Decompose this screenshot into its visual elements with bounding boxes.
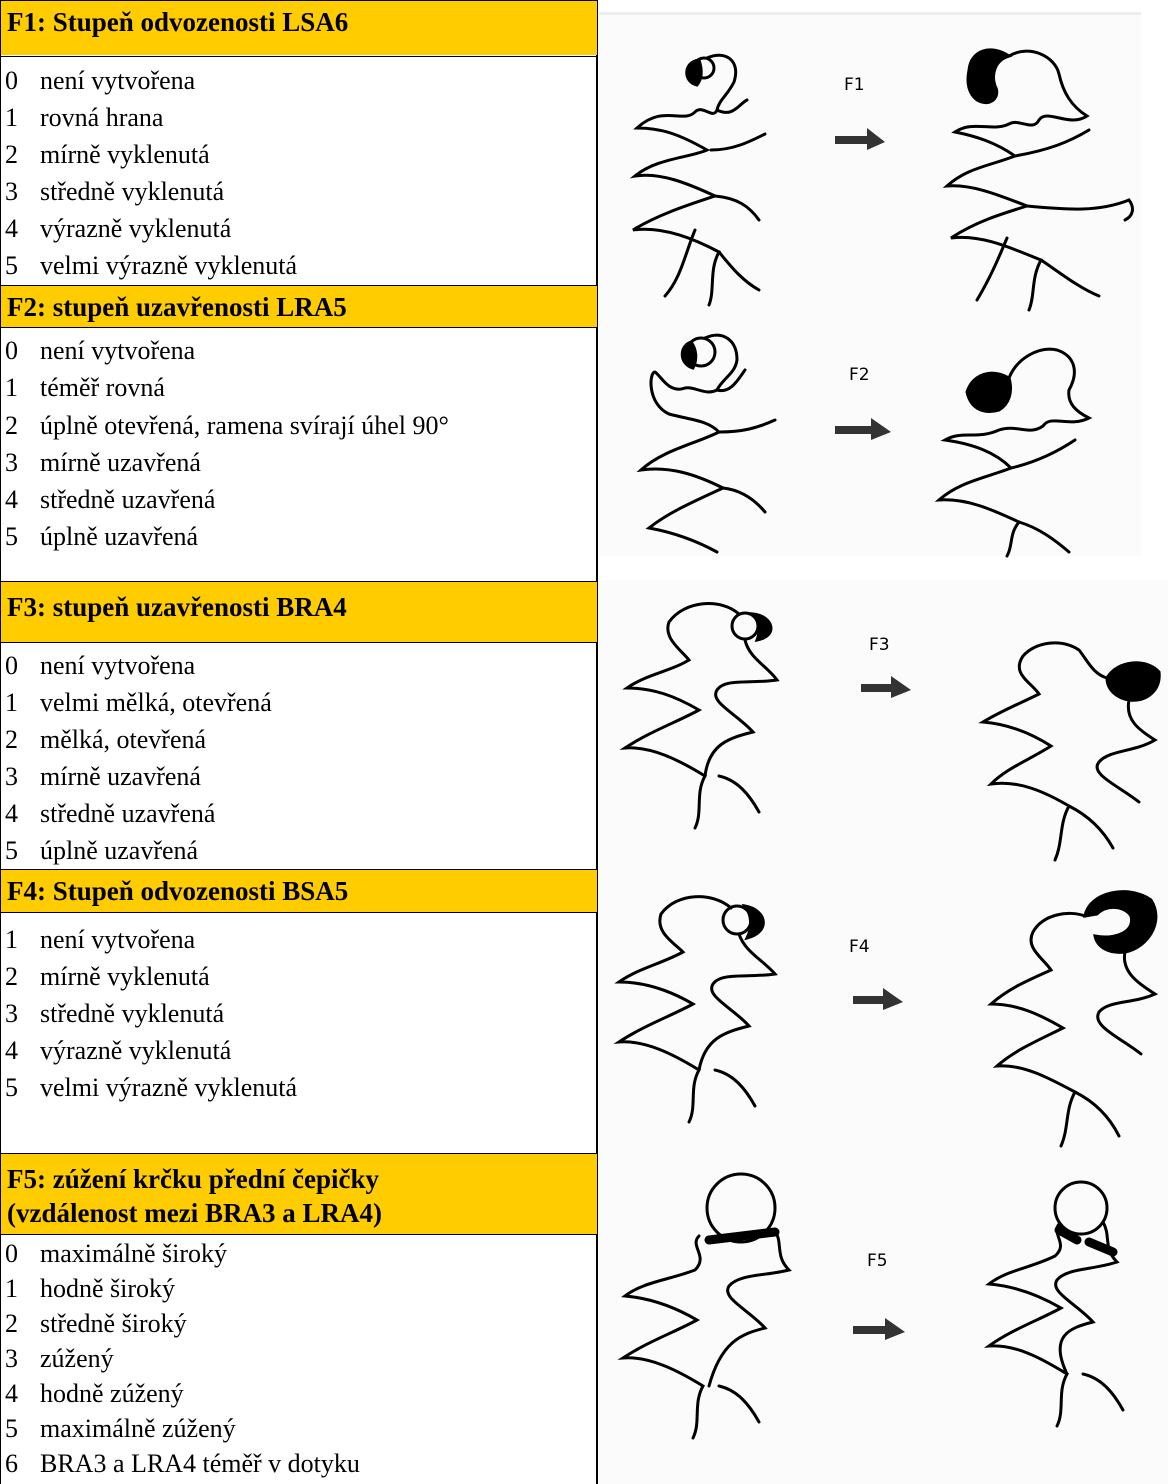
figure-label-f4: F4 (849, 937, 870, 957)
item-label: téměř rovná (40, 370, 165, 405)
item-label: výrazně vyklenutá (40, 1033, 231, 1068)
item-number: 4 (5, 1376, 18, 1411)
figure-label-f1: F1 (844, 75, 865, 95)
item-label: výrazně vyklenutá (40, 211, 231, 246)
item-number: 3 (5, 174, 18, 209)
item-label: rovná hrana (40, 100, 163, 135)
item-number: 0 (5, 333, 18, 368)
item-number: 1 (5, 1271, 18, 1306)
figure-f3-f5-svg: F3 F4 (599, 580, 1168, 1484)
item-label: BRA3 a LRA4 téměř v dotyku (40, 1446, 360, 1481)
item-label: mírně uzavřená (40, 759, 201, 794)
item-number: 2 (5, 959, 18, 994)
item-label: úplně uzavřená (40, 833, 198, 868)
item-number: 1 (5, 685, 18, 720)
section-f5-title-line1: F5: zúžení krčku přední čepičky (7, 1162, 597, 1196)
character-table: F1: Stupeň odvozenosti LSA6 0 není vytvoř… (0, 0, 598, 1484)
item-label: mírně vyklenutá (40, 137, 210, 172)
item-label: středně uzavřená (40, 482, 215, 517)
item-number: 5 (5, 519, 18, 554)
table-border-left (0, 0, 1, 1484)
illustrations-column: F1 F2 (599, 0, 1168, 1484)
row-divider (0, 327, 598, 328)
row-divider (0, 56, 598, 57)
section-f1-title: F1: Stupeň odvozenosti LSA6 (1, 1, 597, 55)
item-number: 4 (5, 482, 18, 517)
item-label: středně vyklenutá (40, 174, 224, 209)
item-number: 4 (5, 1033, 18, 1068)
item-label: není vytvořena (40, 648, 195, 683)
item-number: 3 (5, 996, 18, 1031)
panel-edge (599, 12, 1141, 15)
item-number: 0 (5, 63, 18, 98)
item-number: 5 (5, 833, 18, 868)
item-label: velmi výrazně vyklenutá (40, 1070, 297, 1105)
item-label: velmi výrazně vyklenutá (40, 248, 297, 283)
section-f5-title-line2: (vzdálenost mezi BRA3 a LRA4) (7, 1196, 597, 1230)
item-label: hodně široký (40, 1271, 175, 1306)
item-label: středně široký (40, 1306, 187, 1341)
item-number: 3 (5, 759, 18, 794)
section-f4-title: F4: Stupeň odvozenosti BSA5 (1, 870, 597, 912)
item-number: 0 (5, 648, 18, 683)
row-divider (0, 1234, 598, 1235)
lobe-shaded (1107, 663, 1159, 700)
figure-panel-f1-f2: F1 F2 (599, 0, 1168, 560)
lobe-shaded (967, 373, 1011, 411)
item-label: není vytvořena (40, 333, 195, 368)
item-number: 6 (5, 1446, 18, 1481)
item-label: úplně otevřená, ramena svírají úhel 90° (40, 408, 449, 443)
figure-label-f5: F5 (867, 1251, 888, 1271)
panel-background (599, 580, 1168, 1484)
item-label: středně uzavřená (40, 796, 215, 831)
item-label: středně vyklenutá (40, 996, 224, 1031)
section-f3-title: F3: stupeň uzavřenosti BRA4 (1, 582, 597, 642)
item-label: mělká, otevřená (40, 722, 206, 757)
row-divider (0, 642, 598, 643)
section-f2-title: F2: stupeň uzavřenosti LRA5 (1, 286, 597, 327)
item-number: 1 (5, 100, 18, 135)
item-number: 5 (5, 1070, 18, 1105)
item-label: není vytvořena (40, 63, 195, 98)
item-number: 4 (5, 211, 18, 246)
item-number: 3 (5, 1341, 18, 1376)
item-number: 1 (5, 370, 18, 405)
item-label: maximálně zúžený (40, 1411, 236, 1446)
table-border-right (596, 0, 598, 1484)
item-number: 2 (5, 1306, 18, 1341)
panel-background (599, 12, 1141, 556)
item-number: 5 (5, 1411, 18, 1446)
lobe-shaded (682, 342, 696, 368)
item-number: 2 (5, 137, 18, 172)
item-label: mírně uzavřená (40, 445, 201, 480)
item-label: není vytvořena (40, 922, 195, 957)
row-divider (0, 912, 598, 913)
item-number: 2 (5, 408, 18, 443)
section-f5-title: F5: zúžení krčku přední čepičky (vzdálen… (1, 1154, 597, 1234)
item-number: 0 (5, 1236, 18, 1271)
figure-label-f3: F3 (869, 635, 890, 655)
item-number: 4 (5, 796, 18, 831)
item-label: mírně vyklenutá (40, 959, 210, 994)
figure-f1-f2-svg: F1 F2 (599, 0, 1168, 560)
item-number: 1 (5, 922, 18, 957)
item-number: 5 (5, 248, 18, 283)
item-label: úplně uzavřená (40, 519, 198, 554)
item-number: 2 (5, 722, 18, 757)
figure-label-f2: F2 (849, 365, 870, 385)
item-number: 3 (5, 445, 18, 480)
figure-panel-f3-f5: F3 F4 (599, 580, 1168, 1484)
item-label: zúžený (40, 1341, 114, 1376)
lobe-shaded (687, 60, 701, 85)
item-label: maximálně široký (40, 1236, 227, 1271)
item-label: velmi mělká, otevřená (40, 685, 272, 720)
item-label: hodně zúžený (40, 1376, 184, 1411)
